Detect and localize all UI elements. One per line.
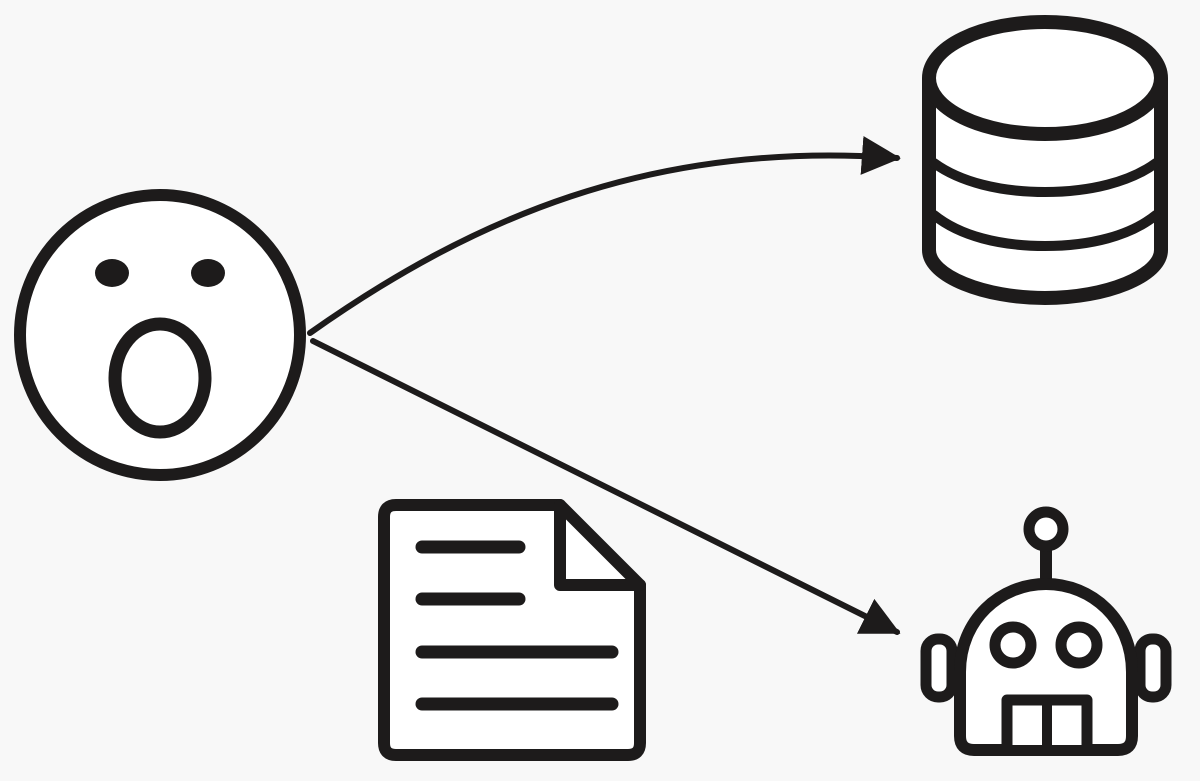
robot-antenna-tip <box>1023 506 1069 552</box>
database-band-lower <box>929 210 1161 251</box>
database-icon <box>922 15 1168 305</box>
database-top <box>922 15 1168 141</box>
curved-arrow <box>307 136 901 336</box>
edge-face-to-database <box>307 136 901 336</box>
robot-left-ear <box>920 633 958 703</box>
straight-arrow <box>310 338 901 635</box>
robot-icon <box>920 506 1172 756</box>
shocked-face-icon <box>14 189 306 481</box>
robot-left-eye <box>989 621 1037 669</box>
right-eye <box>191 259 225 287</box>
robot-right-ear <box>1134 633 1172 703</box>
database-band-upper <box>929 158 1161 197</box>
document-page <box>378 499 646 761</box>
robot-right-eye <box>1055 621 1103 669</box>
edge-face-to-robot <box>310 338 901 635</box>
open-mouth <box>108 317 212 439</box>
document-icon <box>378 499 646 761</box>
document-fold <box>554 499 646 591</box>
left-eye <box>95 259 129 287</box>
